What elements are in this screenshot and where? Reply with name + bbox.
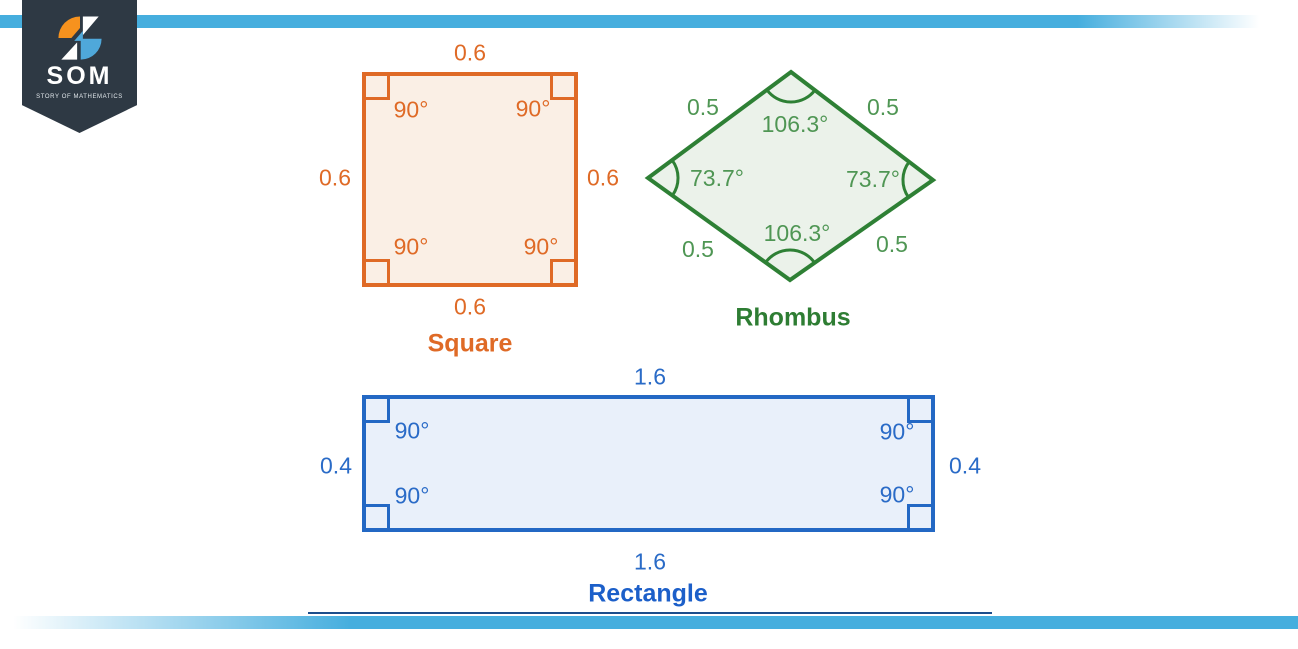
rectangle-right-angle-mark-bottom-left xyxy=(366,504,390,528)
square-side-label-left: 0.6 xyxy=(319,164,351,191)
bottom-accent-bar xyxy=(0,616,1298,629)
som-logo-icon xyxy=(57,16,102,60)
rhombus-angle-label-top: 106.3° xyxy=(762,111,829,137)
rhombus-outline xyxy=(644,69,937,283)
rectangle-angle-label-bottom-left: 90° xyxy=(394,482,430,509)
rectangle-angle-label-top-left: 90° xyxy=(394,417,430,444)
square-right-angle-mark-bottom-right xyxy=(550,259,574,283)
rectangle-side-label-top: 1.6 xyxy=(634,363,666,390)
top-accent-bar xyxy=(0,15,1298,28)
rhombus-angle-label-left: 73.7° xyxy=(690,165,744,191)
som-logo-tagline: STORY OF MATHEMATICS xyxy=(36,94,123,100)
rectangle-side-label-right: 0.4 xyxy=(949,452,981,479)
square-angle-label-bottom-right: 90° xyxy=(523,233,559,260)
rectangle-right-angle-mark-bottom-right xyxy=(907,504,931,528)
rectangle-title: Rectangle xyxy=(588,579,708,608)
rhombus-angle-arc-left xyxy=(670,159,680,197)
square-angle-label-bottom-left: 90° xyxy=(393,233,429,260)
rhombus-side-label-top-left: 0.5 xyxy=(687,94,719,120)
rhombus-side-label-top-right: 0.5 xyxy=(867,94,899,120)
rectangle-side-label-bottom: 1.6 xyxy=(634,548,666,575)
rectangle-angle-label-top-right: 90° xyxy=(879,418,915,445)
rhombus-side-label-bottom-left: 0.5 xyxy=(682,236,714,262)
rhombus-side-label-bottom-right: 0.5 xyxy=(876,231,908,257)
som-logo-text: SOM xyxy=(46,62,113,90)
square-title: Square xyxy=(427,329,513,358)
square-right-angle-mark-top-left xyxy=(366,76,390,100)
square-right-angle-mark-top-right xyxy=(550,76,574,100)
square-right-angle-mark-bottom-left xyxy=(366,259,390,283)
rectangle-angle-label-bottom-right: 90° xyxy=(879,481,915,508)
square-angle-label-top-right: 90° xyxy=(515,95,551,122)
square-side-label-right: 0.6 xyxy=(587,164,619,191)
som-logo-banner: SOM STORY OF MATHEMATICS xyxy=(22,0,137,133)
rectangle-right-angle-mark-top-right xyxy=(907,399,931,423)
rhombus-angle-arc-right xyxy=(901,160,911,199)
square-side-label-top: 0.6 xyxy=(454,39,486,66)
bottom-accent-line xyxy=(308,612,992,614)
rhombus-angle-arc-top xyxy=(765,88,817,104)
rectangle-side-label-left: 0.4 xyxy=(320,452,352,479)
square-side-label-bottom: 0.6 xyxy=(454,293,486,320)
rhombus-angle-label-right: 73.7° xyxy=(846,166,900,192)
square-angle-label-top-left: 90° xyxy=(393,96,429,123)
rhombus-angle-label-bottom: 106.3° xyxy=(764,220,831,246)
rectangle-right-angle-mark-top-left xyxy=(366,399,390,423)
rhombus-angle-arc-bottom xyxy=(764,248,816,264)
rhombus-title: Rhombus xyxy=(735,303,851,332)
square-shape xyxy=(362,72,578,287)
rectangle-shape xyxy=(362,395,935,532)
rhombus-shape: 0.5 0.5 106.3° 73.7° 73.7° 106.3° 0.5 0.… xyxy=(644,69,937,283)
